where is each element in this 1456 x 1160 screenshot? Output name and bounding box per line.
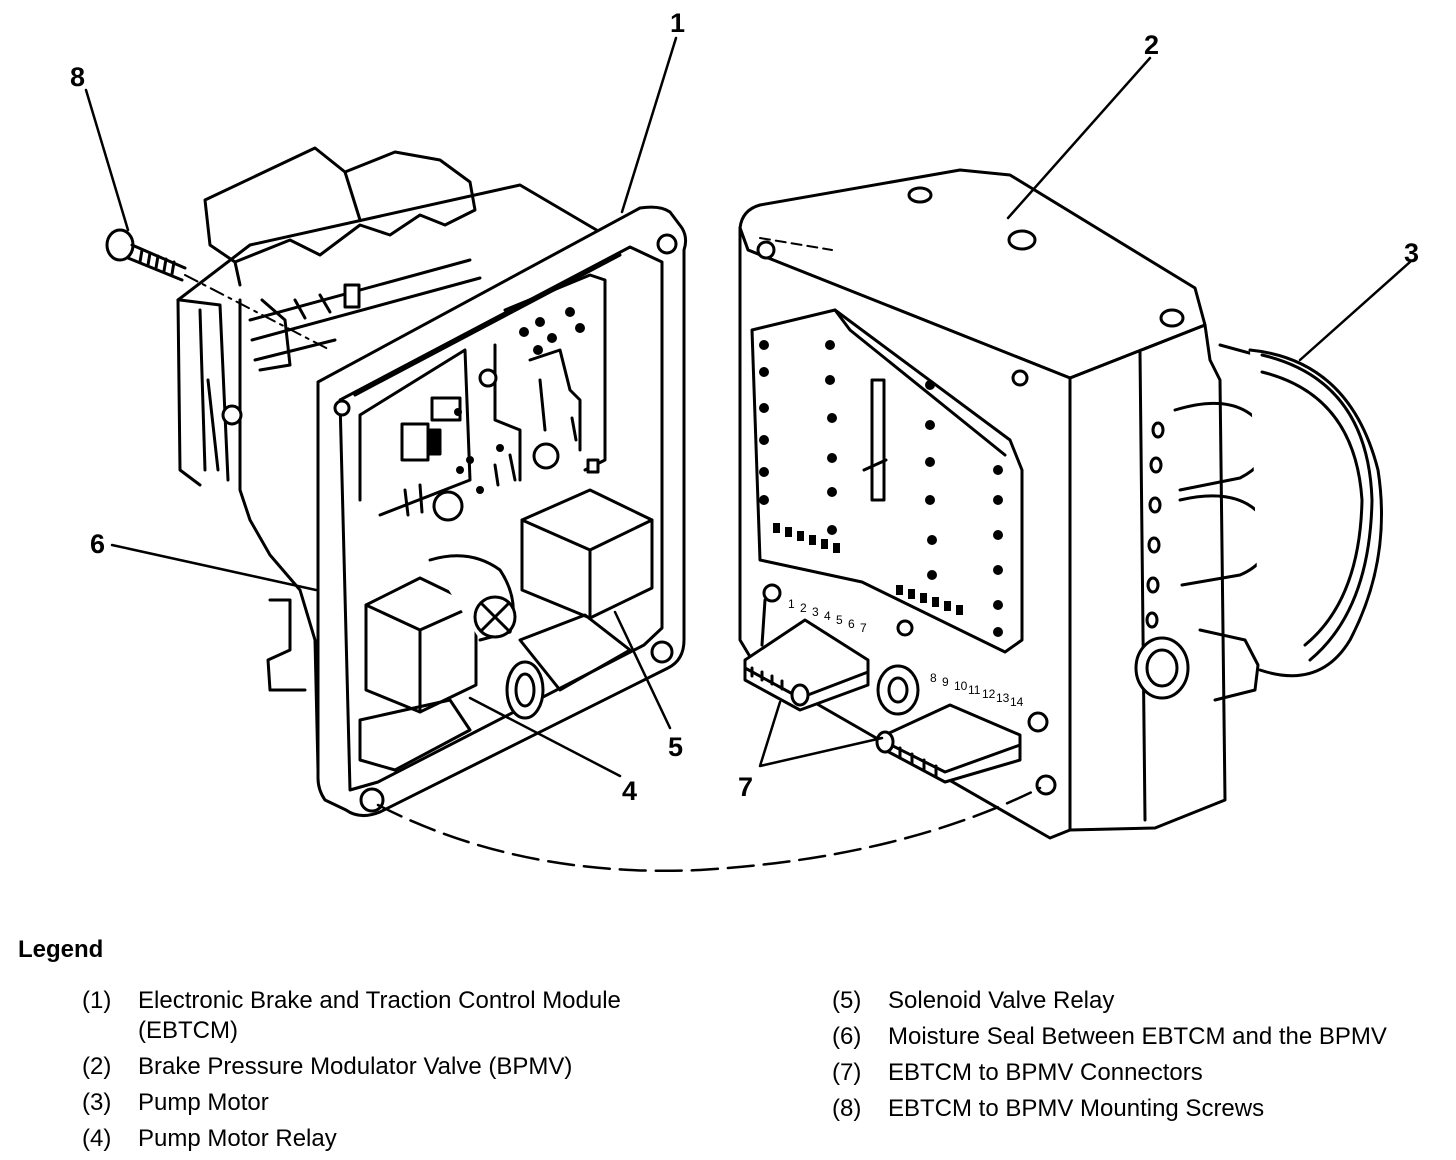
legend-text: Pump Motor Relay [138, 1125, 337, 1152]
callout-6: 6 [90, 529, 105, 559]
callout-4: 4 [622, 776, 637, 806]
legend-text: EBTCM to BPMV Mounting Screws [888, 1095, 1265, 1122]
legend-number: (7) [832, 1059, 862, 1086]
connector-b-pin: 10 [954, 679, 968, 693]
connector-b-pin: 9 [942, 675, 949, 689]
legend-item: (1) Electronic Brake and Traction Contro… [82, 986, 722, 1046]
callout-8: 8 [70, 62, 85, 92]
legend-item: (8) EBTCM to BPMV Mounting Screws [832, 1094, 1392, 1124]
bpmv-module [738, 168, 1383, 840]
legend-number: (5) [832, 987, 862, 1014]
legend-column-left: (1) Electronic Brake and Traction Contro… [82, 986, 722, 1160]
legend-text: Electronic Brake and Traction Control Mo… [138, 987, 621, 1044]
legend-text: Moisture Seal Between EBTCM and the BPMV [888, 1023, 1387, 1050]
legend-item: (7) EBTCM to BPMV Connectors [832, 1058, 1392, 1088]
connector-b-pin: 13 [996, 691, 1010, 705]
legend-number: (6) [832, 1023, 862, 1050]
connector-a-pin: 7 [860, 621, 867, 635]
legend-column-right: (5) Solenoid Valve Relay (6) Moisture Se… [832, 986, 1392, 1130]
connector-a-pin: 6 [848, 617, 855, 631]
legend-number: (8) [832, 1095, 862, 1122]
callout-3: 3 [1404, 238, 1419, 268]
legend-number: (1) [82, 987, 112, 1014]
legend-text: Brake Pressure Modulator Valve (BPMV) [138, 1053, 573, 1080]
legend-text: EBTCM to BPMV Connectors [888, 1059, 1203, 1086]
legend-item: (6) Moisture Seal Between EBTCM and the … [832, 1022, 1392, 1052]
connector-a-pin: 4 [824, 609, 831, 623]
ebtcm-module [176, 146, 688, 817]
connector-b-pin: 8 [930, 671, 937, 685]
callout-1: 1 [670, 8, 685, 38]
legend-number: (3) [82, 1089, 112, 1116]
connector-a-pin: 3 [812, 605, 819, 619]
legend-item: (4) Pump Motor Relay [82, 1124, 722, 1154]
connector-b-pin: 11 [968, 683, 981, 697]
legend-item: (3) Pump Motor [82, 1088, 722, 1118]
connector-a-pin: 5 [836, 613, 843, 627]
connector-b-pin: 12 [982, 687, 996, 701]
connector-b-pin: 14 [1010, 695, 1024, 709]
mounting-screw [105, 228, 187, 282]
legend-item: (2) Brake Pressure Modulator Valve (BPMV… [82, 1052, 722, 1082]
legend-title: Legend [18, 936, 104, 963]
connector-a-pin: 1 [788, 597, 795, 611]
ebtcm-bpmv-exploded-diagram: 1 2 3 4 5 6 7 8 9 10 11 12 13 14 1 2 3 4… [70, 8, 1419, 873]
connector-a-pin: 2 [800, 601, 807, 615]
legend-item: (5) Solenoid Valve Relay [832, 986, 1392, 1016]
legend-text: Solenoid Valve Relay [888, 987, 1115, 1014]
callout-2: 2 [1144, 30, 1159, 60]
callout-7: 7 [738, 772, 753, 802]
legend-number: (4) [82, 1125, 112, 1152]
legend-text: Pump Motor [138, 1089, 269, 1116]
legend-number: (2) [82, 1053, 112, 1080]
callout-5: 5 [668, 732, 683, 762]
